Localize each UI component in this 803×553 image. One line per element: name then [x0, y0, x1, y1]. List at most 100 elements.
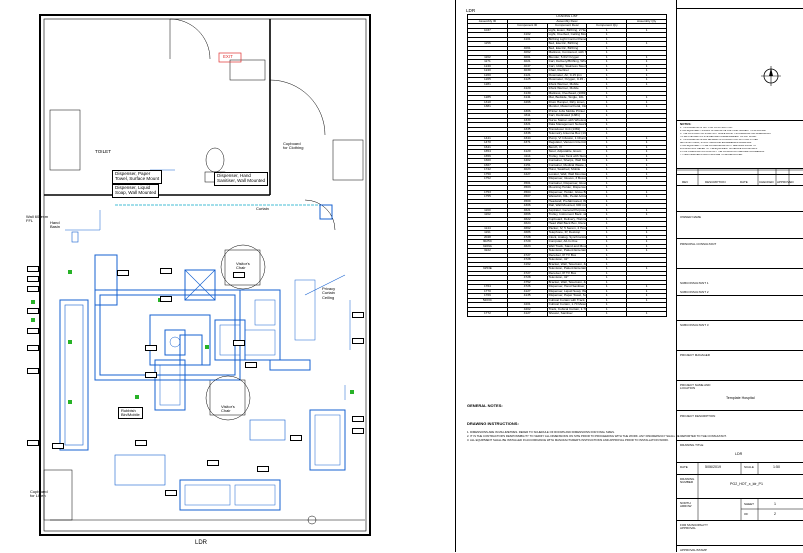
drawing-instructions-heading: DRAWING INSTRUCTIONS:: [467, 421, 519, 426]
cell-description: Cart, Delivery/Birthing, Wheel: [546, 59, 588, 65]
note-line: 2. ALL EQUIPMENT SHOWN IS INDICATIVE ONL…: [680, 130, 766, 132]
equipment-tag: [257, 466, 269, 472]
drawing-number-value: PG2_HOT_x_ldr_P1: [730, 482, 763, 486]
cell-description: Cubical Curtain with Track, 1.70 Meters: [546, 297, 588, 303]
paper-towel-dispenser-sign: Dispenser, Paper Towel, Surface Mount: [112, 170, 163, 184]
liquid-soap-dispenser-sign: Dispenser, Liquid Soap, Wall Mounted: [112, 184, 160, 198]
cell-description: Container, Sharps, Wall Mounted: [546, 158, 588, 164]
subconsultant-1-label: SUBCONSULTANT 1: [680, 281, 709, 285]
cell-description: Container, Medical Waste, Freestanding: [546, 162, 588, 168]
project-description-label: PROJECT DESCRIPTION: [680, 414, 716, 418]
equipment-tag: [233, 340, 245, 346]
cell-description: Container, Dispenser, Gloves, 3 Boxes: [546, 180, 588, 186]
cell-description: Mounting Holder, Dispenser, Gloves: [546, 185, 588, 191]
cell-description: Cart, Utility, Stainless Steel, 750W 150…: [546, 63, 588, 69]
cell-description: Wastebin, 60L, Pedal Action, Wheel: [546, 194, 588, 200]
sheet-value: 1: [774, 502, 776, 506]
cell-component-qty: 1: [586, 311, 628, 317]
exit-sign-label: EXIT: [223, 54, 233, 59]
toilet-label: TOILET: [95, 149, 111, 154]
cupboard-linen-label: Cupboard for Linen: [30, 489, 48, 499]
cell-description: Pump, VI Infusion, 1 Channel, With Docki…: [546, 135, 588, 141]
equipment-tag: [27, 440, 39, 446]
cell-description: Clock, Analog, Synchronized, Wheel: [546, 234, 588, 240]
cell-description: Trolley, Gas Tank with Storage Compartme…: [546, 153, 588, 159]
cell-assembly-id: 1772: [467, 311, 508, 317]
equipment-tag: [27, 308, 39, 314]
hand-sanitiser-dispenser-sign: Dispenser, Hand Sanitiser, Wall Mounted: [214, 172, 269, 186]
cell-description: Trolley, Instrument Back, with 1 Shelf: [546, 212, 588, 218]
equipment-tag: [135, 440, 147, 446]
cell-description: Birthing Light Control Panel (1037): [546, 36, 588, 42]
cell-description: Monitor, Maternal Fetal, Intrapartum, Wi…: [546, 104, 588, 110]
cell-description: Dispenser, Hand Sanitiser, Wall Mounted: [546, 284, 588, 290]
loading-list-room-tag: LDR: [466, 8, 476, 13]
cell-description: Regulator, Vacuum Intermittent, 200mm Hg: [546, 140, 588, 146]
equipment-tag: [165, 490, 177, 496]
cell-description: Shower, Sanitiser: [546, 311, 588, 317]
cell-description: Dispenser, Holder, Glove Box, Wall Mount: [546, 189, 588, 195]
cell-description: Cupboard, Delivery, Horizontal, Recessed: [546, 216, 588, 222]
note-line: TO BE CHECKED ON SITE BEFORE COMMENCEMEN…: [680, 136, 757, 138]
instruction-line: 2. IT IS THE CONTRACTOR'S RESPONSIBILITY…: [467, 434, 727, 438]
equipment-tag: [290, 435, 302, 441]
project-name-value: Template Hospital: [726, 396, 755, 400]
rev-header-rev: REV: [682, 180, 689, 184]
cell-assembly-qty: 1: [626, 311, 667, 317]
cell-description: Mattress, Overhead, (1081): [546, 90, 588, 96]
drawing-title-label: DRAWING TITLE: [680, 443, 704, 447]
privacy-curtain-label: Privacy Curtain Ceiling: [322, 286, 336, 300]
equipment-tag: [207, 460, 219, 466]
cell-description: Cubical Curtain, 1.70 Meters: [546, 302, 588, 308]
instruction-line: 1. DIMENSIONS ARE IN MILLIMETRES. REFER …: [467, 430, 615, 434]
cell-description: Light, Exam, Birthing, 2 Head, Ceiling R…: [546, 27, 588, 33]
subconsultant-2-label: SUBCONSULTANT 2: [680, 290, 709, 294]
floor-plan-drawing: [31, 14, 371, 536]
curtain-label: Curtain: [256, 206, 269, 211]
cell-description: Telemetry Antenna Box (1381): [546, 131, 588, 137]
cell-description: Mattress, Contoured, with Head and Foot …: [546, 50, 588, 56]
plan-title: LDR: [195, 540, 208, 546]
cell-description: Rail, Wall Mounted, 900 mm: [546, 203, 588, 209]
sheet-label: SHEET: [744, 502, 755, 506]
project-manager-label: PROJECT MANAGER: [680, 353, 710, 357]
cell-description: Locator, Wall, Wall Mounted: [546, 171, 588, 177]
drawing-title-value: LDR: [735, 452, 743, 456]
equipment-tag: [27, 276, 39, 282]
equipment-tag: [352, 428, 364, 434]
cell-description: Television, Patient Entertainment, 42": [546, 266, 588, 272]
owner-name-label: OWNER NAME: [680, 215, 701, 219]
cell-description: Dispenser, Paper Towel, Surface Mount: [546, 293, 588, 299]
note-line: 4. THIS DRAWING SHALL BE READ IN CONJUNC…: [680, 139, 758, 141]
equipment-tag: [233, 272, 245, 278]
cell-description: Track, Cubical Curtain, 1.70 Meters: [546, 306, 588, 312]
cell-description: Television, Patient Entertainment, 42": [546, 248, 588, 254]
rubbish-bin-sign: Rubbish Bin/Mobile: [118, 407, 143, 420]
equipment-tag: [27, 286, 39, 292]
cell-description: Dispenser, Gloves, 3 Boxes Wall Mounted: [546, 176, 588, 182]
cell-description: Head Wall Back Box, Recessed, 420mm: [546, 221, 588, 227]
equipment-tag: [352, 416, 364, 422]
equipment-tag: [145, 345, 157, 351]
cell-description: Data Management Network Card (1381): [546, 122, 588, 128]
equipment-tag: [352, 338, 364, 344]
equipment-tag: [245, 362, 257, 368]
equipment-tag: [117, 270, 129, 276]
cell-description: Stool, Adjustable, Exam: [546, 149, 588, 155]
equipment-tag: [160, 268, 172, 274]
cell-description: Light, Overbed, Ceiling Mounted (1007): [546, 32, 588, 38]
subconsultant-3-label: SUBCONSULTANT 3: [680, 323, 709, 327]
equipment-tag: [52, 443, 64, 449]
instruction-line: 3. ALL EQUIPMENT SHALL BE INSTALLED IN A…: [467, 438, 669, 442]
cell-description: Aspirator, General Purpose, 1 Canister: [546, 207, 588, 213]
visitors-chair-label-1: Visitor's Chair: [236, 261, 250, 271]
date-label: DATE: [680, 465, 688, 469]
north-arrow-label: NORTH ARROW: [680, 501, 692, 509]
cell-description: Packer, IV, 5 Serem, 2 Hour: [546, 225, 588, 231]
cell-description: Dispenser, Liquid Soap, Wall Mounted: [546, 288, 588, 294]
cell-description: Flowmeter, Oxygen, 0-15 - 0-15 lpm: [546, 77, 588, 83]
